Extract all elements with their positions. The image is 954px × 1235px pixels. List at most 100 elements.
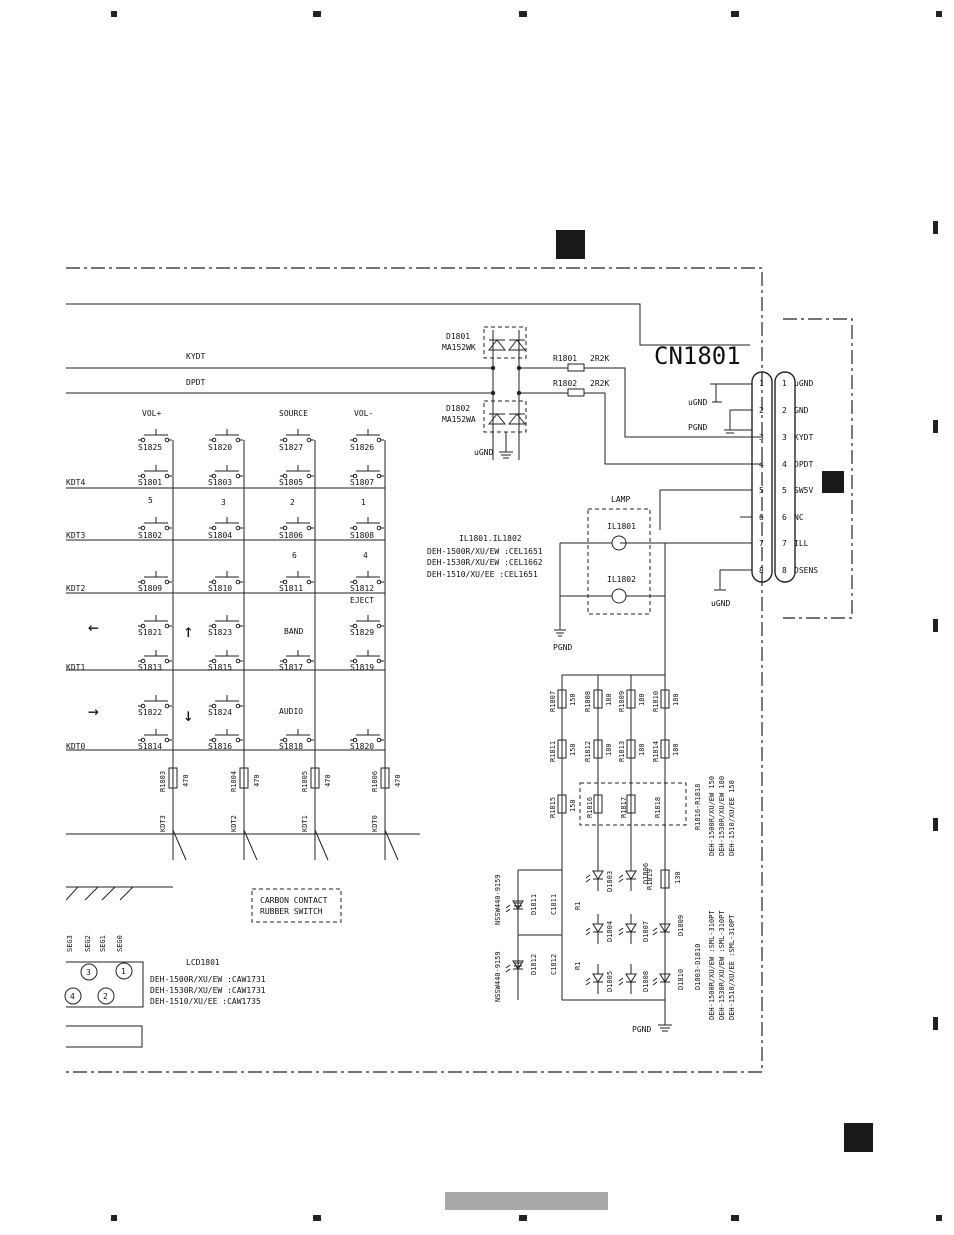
- svg-text:DEH-1510/XU/EE 150: DEH-1510/XU/EE 150: [728, 780, 736, 856]
- svg-text:R1809: R1809: [618, 691, 626, 712]
- carbon-contact-box: [251, 888, 342, 923]
- svg-text:3: 3: [782, 433, 787, 442]
- svg-text:S1824: S1824: [208, 708, 232, 717]
- switch-symbols: [138, 429, 384, 743]
- pushbutton-switch: [350, 465, 384, 477]
- svg-text:R1806: R1806: [371, 771, 379, 792]
- carbon-contact-text: CARBON CONTACT: [260, 896, 328, 905]
- connector-ref: CN1801: [654, 342, 741, 370]
- d1802-part: MA152WA: [442, 415, 476, 424]
- switch-contact: [164, 737, 170, 743]
- r1801-value: 2R2K: [590, 354, 609, 363]
- svg-text:KDT2: KDT2: [230, 815, 238, 832]
- svg-text:470: 470: [394, 774, 402, 787]
- svg-text:470: 470: [253, 774, 261, 787]
- pgnd-label: PGND: [632, 1025, 651, 1034]
- switch-contact: [376, 473, 382, 479]
- switch-contact: [211, 579, 217, 585]
- svg-text:S1814: S1814: [138, 742, 162, 751]
- svg-text:BAND: BAND: [284, 627, 303, 636]
- switch-contact: [235, 437, 241, 443]
- svg-text:S1809: S1809: [138, 584, 162, 593]
- svg-text:S1810: S1810: [208, 584, 232, 593]
- svg-text:S1808: S1808: [350, 531, 374, 540]
- svg-text:SW5V: SW5V: [794, 486, 813, 495]
- svg-text:S1801: S1801: [138, 478, 162, 487]
- svg-text:180: 180: [605, 743, 613, 756]
- svg-text:VOL-: VOL-: [354, 409, 373, 418]
- svg-text:S1805: S1805: [279, 478, 303, 487]
- pgnd-label: PGND: [553, 643, 572, 652]
- r1802-ref: R1802: [553, 379, 577, 388]
- led-diode: [618, 964, 637, 994]
- svg-text:S1829: S1829: [350, 628, 374, 637]
- pushbutton-switch: [280, 429, 314, 441]
- led-diode: [585, 861, 604, 891]
- ugnd-label: uGND: [688, 398, 707, 407]
- svg-text:KDT2: KDT2: [66, 584, 85, 593]
- pushbutton-switch: [209, 517, 243, 529]
- svg-text:D1811: D1811: [530, 894, 538, 915]
- lcd-variant: DEH-1530R/XU/EW :CAW1731: [150, 986, 266, 995]
- svg-text:5: 5: [148, 496, 153, 505]
- svg-text:S1819: S1819: [350, 663, 374, 672]
- svg-text:S1821: S1821: [138, 628, 162, 637]
- pushbutton-switch: [209, 695, 243, 707]
- svg-text:uGND: uGND: [794, 379, 813, 388]
- switch-contact: [376, 623, 382, 629]
- svg-text:KDT0: KDT0: [66, 742, 85, 751]
- svg-text:SEG0: SEG0: [116, 935, 124, 952]
- switch-contact: [164, 703, 170, 709]
- svg-text:2: 2: [103, 992, 108, 1001]
- top-nets: [66, 303, 762, 465]
- svg-text:R1817: R1817: [620, 797, 628, 818]
- svg-text:R1807: R1807: [549, 691, 557, 712]
- svg-text:R1: R1: [574, 962, 582, 970]
- led-symbols: [505, 861, 671, 1000]
- switch-contact: [306, 473, 312, 479]
- switch-contact: [376, 737, 382, 743]
- switch-contact: [376, 658, 382, 664]
- svg-text:8: 8: [782, 566, 787, 575]
- switch-contact: [211, 473, 217, 479]
- section-marker: [844, 1123, 873, 1152]
- switch-contact: [352, 473, 358, 479]
- pushbutton-switch: [280, 517, 314, 529]
- switch-contact: [211, 525, 217, 531]
- svg-text:6: 6: [759, 513, 764, 522]
- svg-text:NC: NC: [794, 513, 804, 522]
- svg-text:150: 150: [569, 743, 577, 756]
- pushbutton-switch: [138, 517, 172, 529]
- svg-text:1: 1: [782, 379, 787, 388]
- svg-text:EJECT: EJECT: [350, 596, 374, 605]
- pushbutton-switch: [350, 517, 384, 529]
- svg-text:180: 180: [672, 743, 680, 756]
- svg-text:2: 2: [290, 498, 295, 507]
- pushbutton-switch: [209, 429, 243, 441]
- switch-contact: [211, 623, 217, 629]
- svg-text:2: 2: [782, 406, 787, 415]
- svg-text:DEH-1500R/XU/EW 150: DEH-1500R/XU/EW 150: [708, 776, 716, 856]
- svg-text:KYDT: KYDT: [794, 433, 813, 442]
- pushbutton-switch: [350, 650, 384, 662]
- switch-contact: [306, 737, 312, 743]
- svg-text:180: 180: [672, 693, 680, 706]
- svg-text:S1816: S1816: [208, 742, 232, 751]
- svg-text:R1805: R1805: [301, 771, 309, 792]
- svg-text:S1806: S1806: [279, 531, 303, 540]
- pushbutton-switch: [209, 729, 243, 741]
- svg-text:→: →: [88, 701, 99, 722]
- switch-contact: [282, 525, 288, 531]
- svg-text:DEH-1510/XU/EE :SML-310PT: DEH-1510/XU/EE :SML-310PT: [728, 914, 736, 1020]
- svg-text:KDT3: KDT3: [66, 531, 85, 540]
- svg-text:S1823: S1823: [208, 628, 232, 637]
- svg-text:4: 4: [70, 992, 75, 1001]
- pushbutton-switch: [138, 729, 172, 741]
- switch-contact: [306, 525, 312, 531]
- switch-contact: [211, 437, 217, 443]
- d1801-part: MA152WK: [442, 343, 476, 352]
- svg-text:D1806: D1806: [642, 863, 650, 884]
